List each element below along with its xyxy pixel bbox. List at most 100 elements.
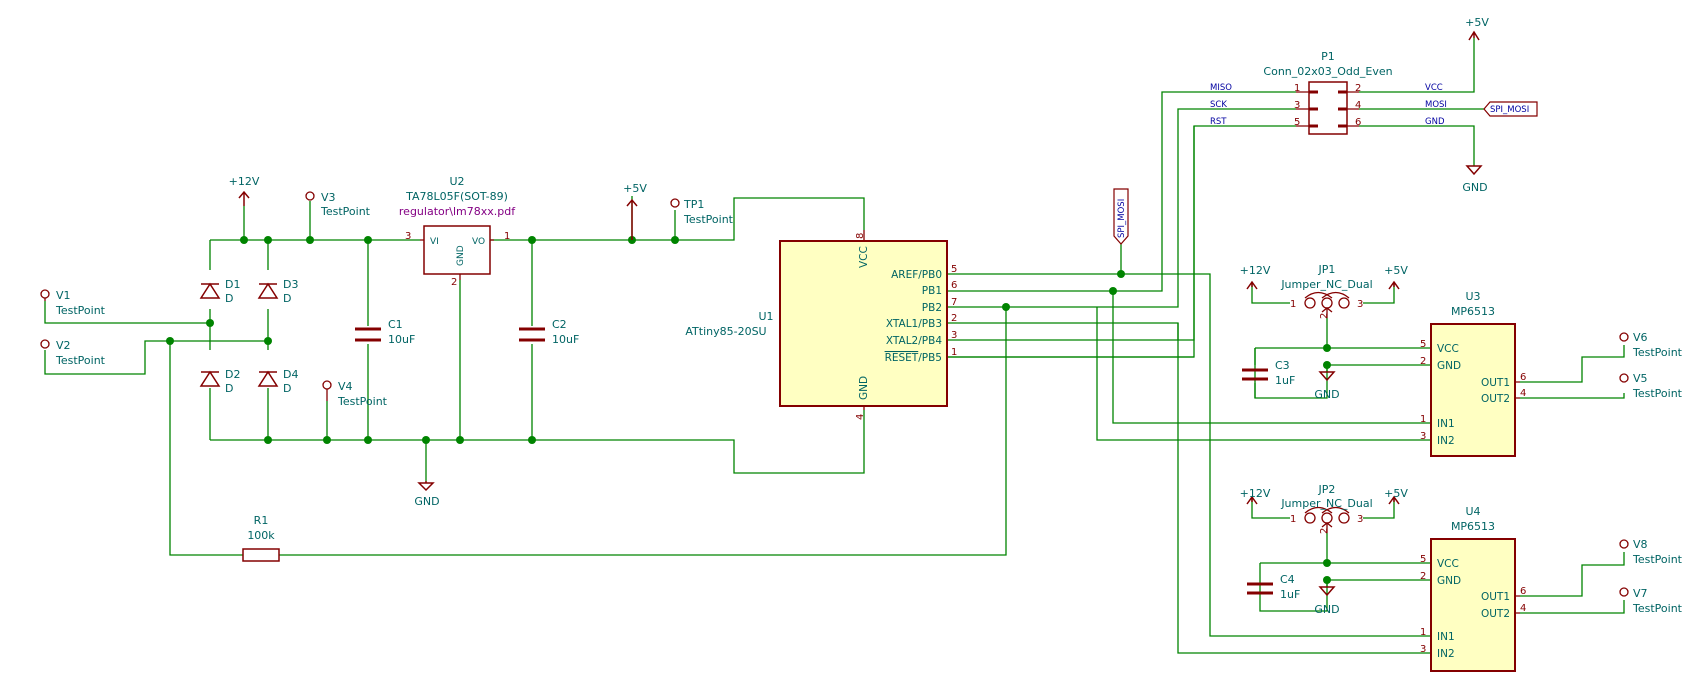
power-label: +5V [1384, 264, 1408, 277]
jumper-jp2[interactable]: JP2 Jumper_NC_Dual 1 3 2 [1280, 483, 1372, 534]
junction [306, 236, 314, 244]
diode-d1[interactable]: D1 D [199, 278, 240, 305]
testpoint-v2[interactable]: V2 TestPoint [40, 339, 106, 367]
pin-name: /PB5 [918, 352, 942, 364]
component-ref: V2 [56, 339, 71, 352]
junction [264, 337, 272, 345]
regulator-u2[interactable]: VI VO GND 3 1 2 U2 TA78L05F(SOT-89) regu… [399, 175, 516, 288]
component-value: D [225, 382, 233, 395]
pin-number: 2 [951, 313, 957, 324]
net-label: SCK [1210, 100, 1227, 110]
power-5v-mid: +5V [623, 182, 647, 240]
power-12v-jp1: +12V [1240, 264, 1271, 290]
global-label-spi-mosi-connector: SPI_MOSI [1483, 101, 1538, 117]
capacitor-c2[interactable]: C2 10uF [519, 318, 579, 346]
global-label-text: SPI_MOSI [1490, 105, 1529, 115]
junction [528, 236, 536, 244]
pin-number: 1 [1290, 514, 1296, 525]
pin-number: 2 [1319, 528, 1330, 534]
testpoint-v7[interactable]: V7 TestPoint [1619, 587, 1683, 615]
pin-number: 6 [1520, 372, 1526, 383]
junction [206, 319, 214, 327]
pin-number: 5 [1420, 554, 1426, 565]
junction [1109, 287, 1117, 295]
power-label: +12V [229, 175, 260, 188]
component-ref: JP1 [1318, 263, 1336, 276]
pin-name: GND [456, 245, 466, 266]
driver-u3[interactable]: U3 MP6513 VCC GND IN1 IN2 OUT1 OUT2 5 2 … [1420, 290, 1526, 457]
pin-name: XTAL1/PB3 [886, 318, 942, 330]
net-label: RST [1210, 117, 1227, 127]
driver-u4[interactable]: U4 MP6513 VCC GND IN1 IN2 OUT1 OUT2 5 2 … [1420, 505, 1526, 672]
pin-number: 2 [451, 277, 457, 288]
pin-number: 2 [1319, 313, 1330, 319]
pin-number: 8 [855, 233, 866, 239]
junction [364, 236, 372, 244]
testpoint-v1[interactable]: V1 TestPoint [40, 289, 106, 317]
pin-number: 3 [405, 231, 411, 242]
testpoint-v4[interactable]: V4 TestPoint [322, 380, 388, 408]
component-ref: R1 [254, 514, 269, 527]
connector-p1[interactable]: P1 Conn_02x03_Odd_Even 1 2 3 4 5 6 MISO … [1210, 50, 1447, 135]
component-ref: U1 [758, 310, 773, 323]
testpoint-v6[interactable]: V6 TestPoint [1619, 331, 1683, 359]
testpoint-v8[interactable]: V8 TestPoint [1619, 538, 1683, 566]
testpoint-v3[interactable]: V3 TestPoint [305, 191, 371, 218]
component-value: D [225, 292, 233, 305]
net-label: MOSI [1425, 100, 1447, 110]
power-label: +5V [1384, 487, 1408, 500]
power-label: +12V [1240, 264, 1271, 277]
pin-number: 4 [1520, 388, 1526, 399]
pin-number: 3 [1420, 431, 1426, 442]
resistor-r1[interactable]: R1 100k [242, 514, 280, 562]
testpoint-tp1[interactable]: TP1 TestPoint [670, 198, 734, 226]
testpoint-v5[interactable]: V5 TestPoint [1619, 372, 1683, 400]
component-value: Conn_02x03_Odd_Even [1263, 65, 1392, 78]
component-ref: V1 [56, 289, 71, 302]
component-value: D [283, 292, 291, 305]
capacitor-c4[interactable]: C4 1uF [1247, 573, 1300, 601]
component-value: 100k [247, 529, 275, 542]
component-ref: V8 [1633, 538, 1648, 551]
jumper-jp1[interactable]: JP1 Jumper_NC_Dual 1 3 2 [1280, 263, 1372, 319]
pin-number: 3 [1420, 644, 1426, 655]
pin-name: VCC [1437, 343, 1459, 355]
component-value: 10uF [552, 333, 579, 346]
pin-number: 5 [951, 264, 957, 275]
pin-number: 5 [1420, 339, 1426, 350]
pin-name: IN1 [1437, 631, 1455, 643]
pin-number: 3 [1294, 100, 1300, 111]
junction [323, 436, 331, 444]
pin-number: 3 [1357, 514, 1363, 525]
pin-number: 1 [504, 231, 510, 242]
pin-name: IN1 [1437, 418, 1455, 430]
power-5v-jp2: +5V [1384, 487, 1408, 505]
power-5v-jp1: +5V [1384, 264, 1408, 290]
power-5v-top: +5V [1465, 16, 1489, 41]
capacitor-c3[interactable]: C3 1uF [1242, 359, 1295, 387]
pin-name: AREF/PB0 [891, 269, 942, 281]
component-ref: U3 [1465, 290, 1480, 303]
pin-name: VI [430, 237, 439, 247]
component-ref: V3 [321, 191, 336, 204]
gnd-symbol-u3: GND [1314, 371, 1340, 401]
diode-d2[interactable]: D2 D [199, 368, 240, 395]
power-12v-left: +12V [229, 175, 260, 206]
diode-d3[interactable]: D3 D [257, 278, 298, 305]
component-value: TestPoint [320, 205, 371, 218]
component-value: ATtiny85-20SU [685, 325, 766, 338]
component-ref: C3 [1275, 359, 1290, 372]
junctions [166, 236, 1331, 584]
junction [264, 236, 272, 244]
pin-name: IN2 [1437, 435, 1455, 447]
net-label: MISO [1210, 83, 1232, 93]
component-ref: V5 [1633, 372, 1648, 385]
component-value: TestPoint [1632, 387, 1683, 400]
junction [264, 436, 272, 444]
mcu-u1[interactable]: U1 ATtiny85-20SU VCC GND AREF/PB0 PB1 PB… [685, 230, 957, 420]
junction [456, 436, 464, 444]
diode-d4[interactable]: D4 D [257, 368, 298, 395]
component-value: MP6513 [1451, 305, 1495, 318]
capacitor-c1[interactable]: C1 10uF [355, 318, 415, 346]
